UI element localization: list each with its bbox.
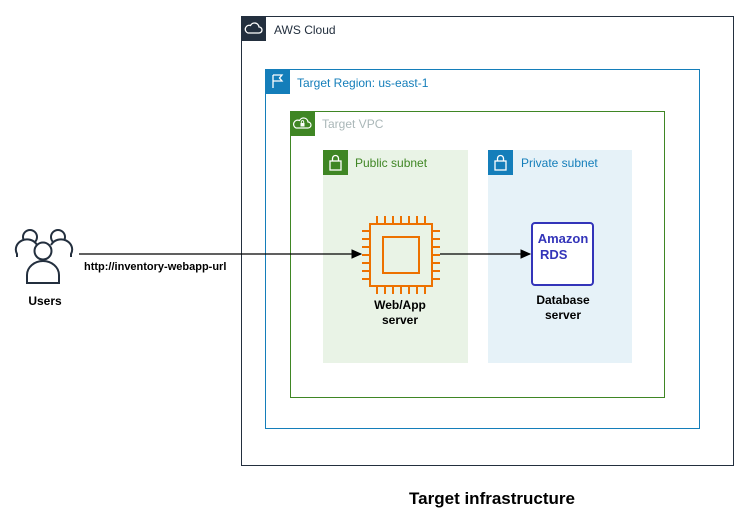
users-label: Users <box>28 294 62 308</box>
region-group <box>265 69 700 429</box>
amazon-rds-icon: Amazon RDS <box>531 222 594 286</box>
web-server-caption-line1: Web/App <box>374 298 426 312</box>
web-server-caption: Web/App server <box>345 298 455 328</box>
aws-cloud-label: AWS Cloud <box>274 23 336 37</box>
lock-icon <box>323 150 348 175</box>
private-subnet-label: Private subnet <box>521 156 598 170</box>
rds-logo-line2: RDS <box>540 247 568 262</box>
region-label: Target Region: us-east-1 <box>297 76 429 90</box>
database-caption-line2: server <box>544 308 582 322</box>
ec2-instance-icon <box>362 216 440 294</box>
public-subnet-label: Public subnet <box>355 156 428 170</box>
diagram-title-text: Target infrastructure <box>409 489 575 508</box>
connection-url-label: http://inventory-webapp-url <box>84 261 227 273</box>
cloud-icon <box>241 16 266 41</box>
database-caption-line1: Database <box>536 293 590 307</box>
rds-logo-line1: Amazon <box>538 231 589 246</box>
aws-cloud-group <box>241 16 734 466</box>
public-subnet-group <box>323 150 468 363</box>
flag-icon <box>265 69 290 94</box>
web-server-caption-line2: server <box>381 313 419 327</box>
lock-icon <box>488 150 513 175</box>
database-caption: Database server <box>508 293 618 323</box>
vpc-label: Target VPC <box>322 117 384 131</box>
diagram-title: Target infrastructure <box>0 489 752 509</box>
users-icon <box>14 229 74 284</box>
vpc-cloud-lock-icon <box>290 111 315 136</box>
